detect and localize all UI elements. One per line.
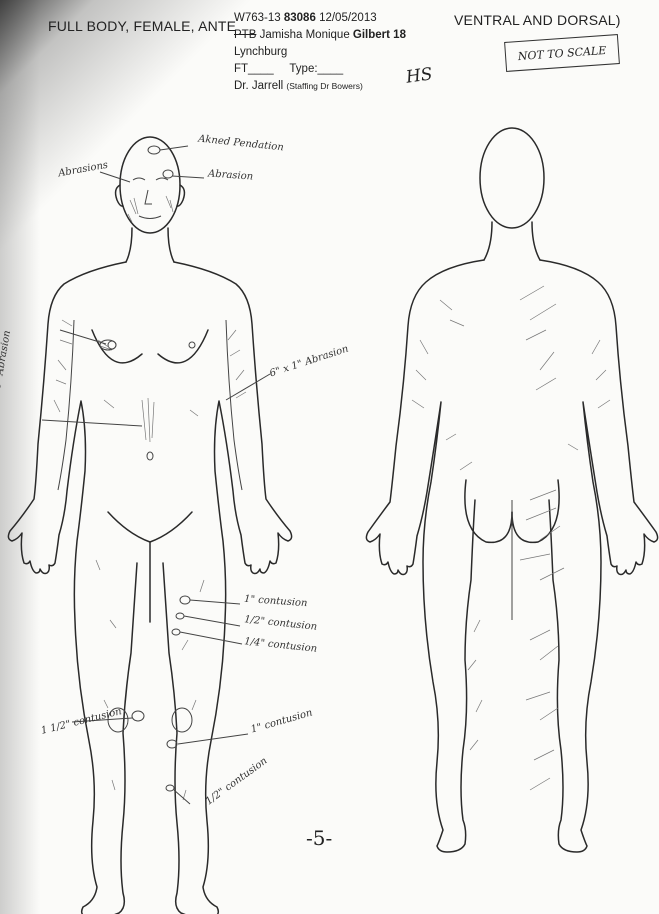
front-body-outline [8, 137, 291, 914]
page-number: -5- [306, 826, 332, 850]
injury-scribbles [54, 196, 610, 800]
back-body-outline [366, 128, 657, 852]
injury-markers [42, 146, 270, 804]
